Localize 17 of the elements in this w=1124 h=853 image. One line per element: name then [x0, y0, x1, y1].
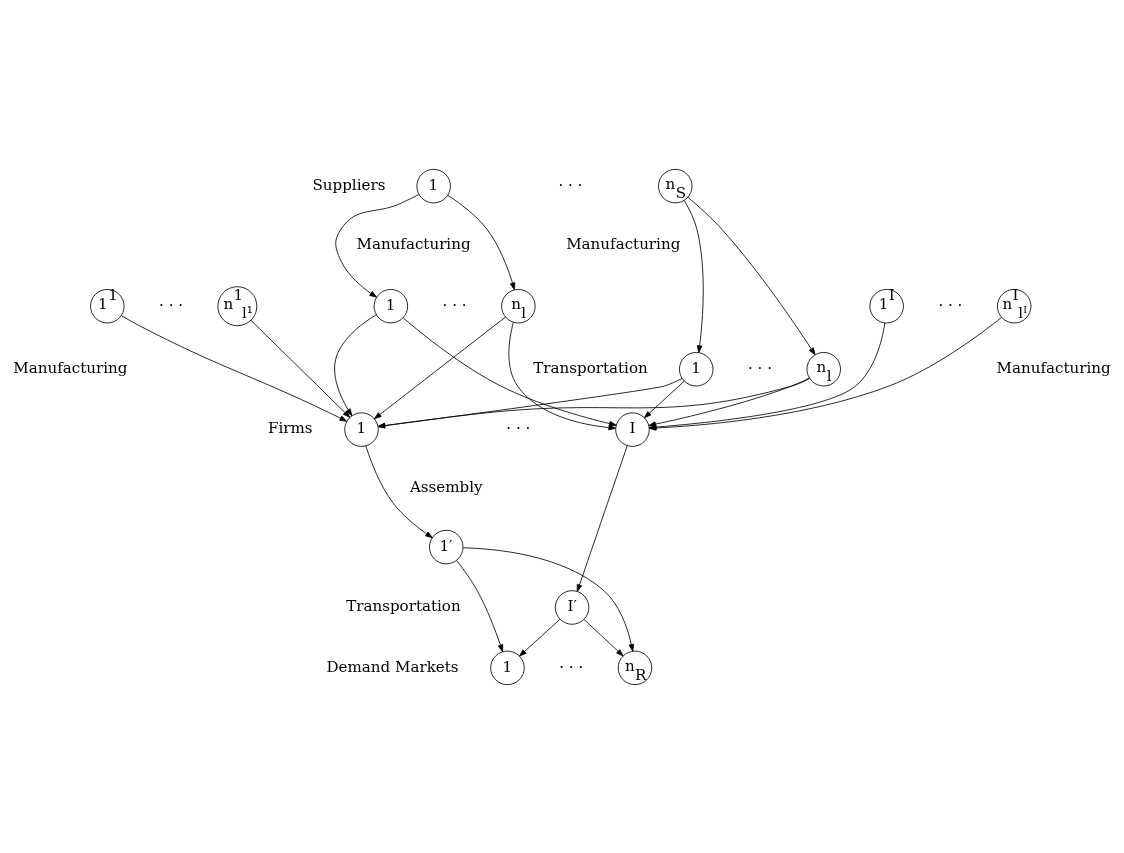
label: · · ·	[559, 657, 584, 676]
label: Manufacturing	[13, 358, 128, 377]
label: Transportation	[533, 358, 648, 377]
label: · · ·	[159, 295, 184, 314]
label: · · ·	[506, 418, 531, 437]
label: · · ·	[442, 295, 467, 314]
label: · · ·	[747, 358, 772, 377]
label: Manufacturing	[356, 234, 471, 253]
label: · · ·	[938, 295, 963, 314]
node-label: Suppliers	[312, 175, 386, 194]
node-label: Firms	[267, 418, 313, 437]
label: Transportation	[346, 596, 461, 615]
label: · · ·	[558, 175, 583, 194]
label: Manufacturing	[566, 234, 681, 253]
label: Assembly	[409, 477, 483, 496]
label: Manufacturing	[996, 358, 1111, 377]
node-label: Demand Markets	[326, 657, 459, 676]
